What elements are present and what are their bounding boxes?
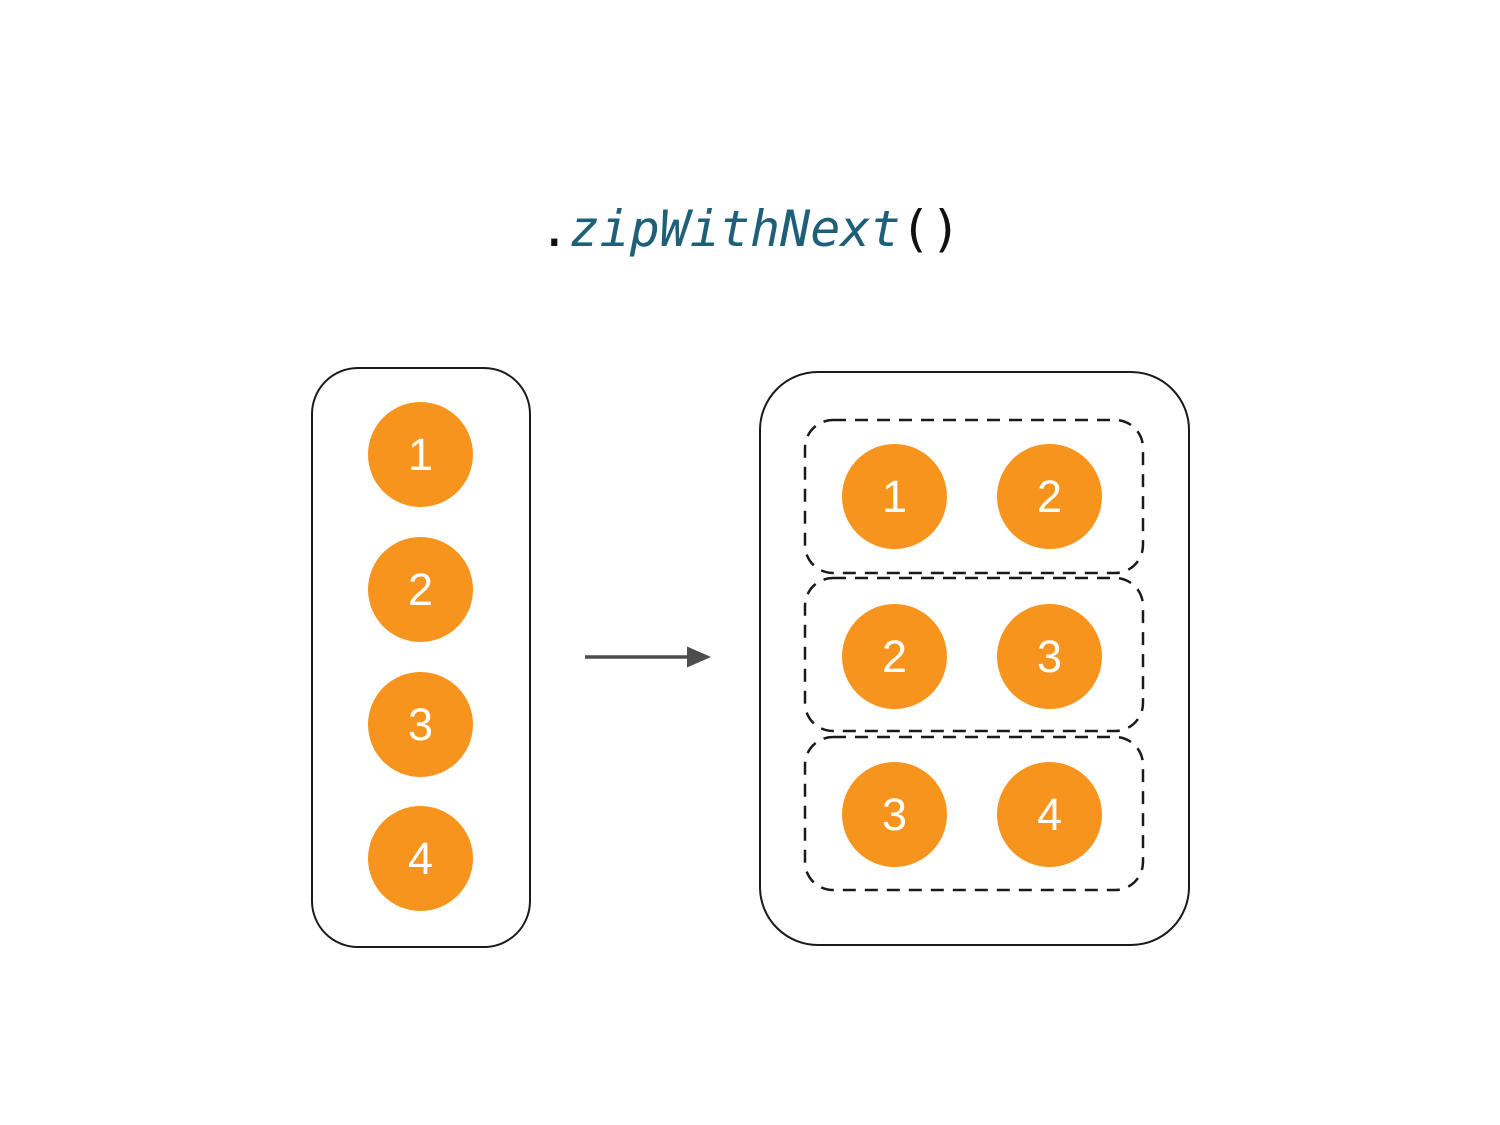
pair-box-3-outline	[803, 735, 1145, 892]
method-title-dot: .	[539, 200, 570, 258]
pair-item-circle: 1	[842, 444, 947, 549]
pair-item-circle: 4	[997, 762, 1102, 867]
output-list-outline	[759, 371, 1190, 946]
pair-item-circle: 2	[842, 604, 947, 709]
pair-item-circle: 3	[997, 604, 1102, 709]
input-item-circle: 4	[368, 806, 473, 911]
pair-item-circle: 3	[842, 762, 947, 867]
pair-box-1-outline	[803, 418, 1145, 575]
pair-item-circle: 2	[997, 444, 1102, 549]
method-title-parens: ()	[900, 200, 961, 258]
pair-box-2-outline	[803, 576, 1145, 733]
input-item-circle: 2	[368, 537, 473, 642]
input-item-circle: 3	[368, 672, 473, 777]
input-list-outline	[311, 367, 531, 948]
arrow-right-icon	[585, 646, 711, 668]
method-title: .zipWithNext()	[0, 198, 1500, 260]
method-title-function-name: zipWithNext	[569, 200, 901, 258]
input-item-circle: 1	[368, 402, 473, 507]
